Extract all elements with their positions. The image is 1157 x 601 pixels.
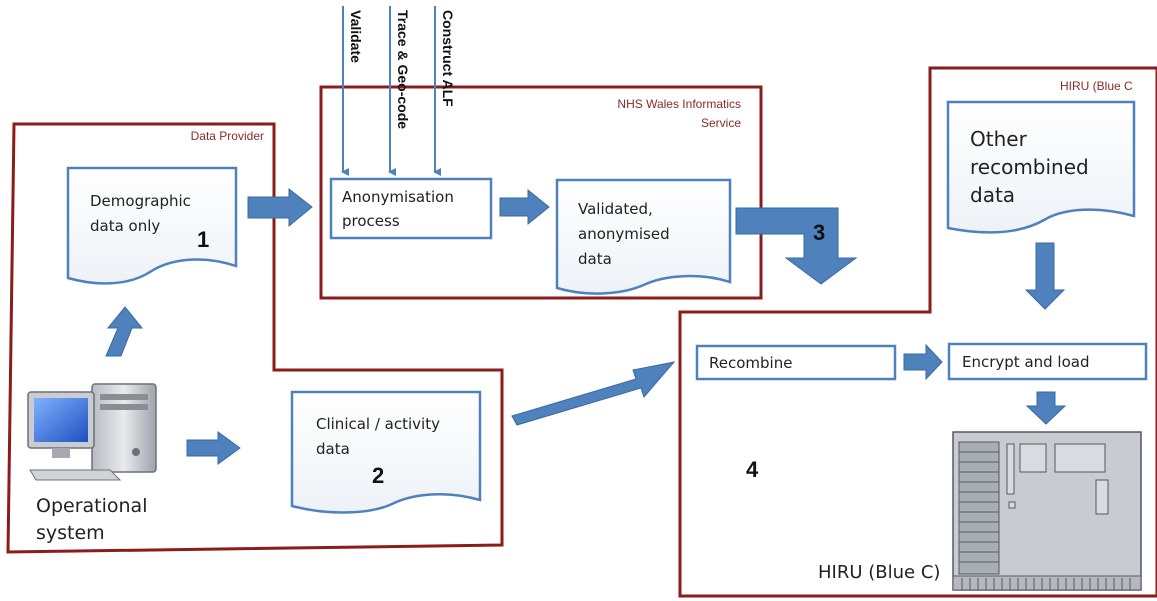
other-doc-line1: Other xyxy=(970,127,1028,151)
number-1: 1 xyxy=(197,227,209,252)
computer-icon xyxy=(27,383,157,481)
other-doc-line3: data xyxy=(970,183,1015,207)
clinical-document xyxy=(290,390,482,514)
nhs-zone-label-line1: NHS Wales Informatics xyxy=(617,97,741,111)
validated-doc-line2: anonymised xyxy=(578,225,670,243)
other-doc-line2: recombined xyxy=(970,155,1089,179)
server-board-icon xyxy=(952,431,1142,591)
nhs-zone-label-line2: Service xyxy=(701,116,741,130)
anonymisation-line1: Anonymisation xyxy=(342,188,454,206)
arrow-recombine-to-encrypt xyxy=(903,343,943,381)
encrypt-label: Encrypt and load xyxy=(962,353,1090,371)
arrow-encrypt-to-server xyxy=(1025,391,1067,425)
arrow-validated-down-right xyxy=(735,207,858,285)
clinical-doc-line1: Clinical / activity xyxy=(316,415,440,433)
hiru-zone-label: HIRU (Blue C xyxy=(1060,79,1133,93)
data-provider-label: Data Provider xyxy=(191,129,264,143)
encrypt-box xyxy=(947,342,1148,381)
operational-line2: system xyxy=(36,522,105,544)
number-4: 4 xyxy=(746,457,759,482)
recombine-label: Recombine xyxy=(709,354,792,372)
number-3: 3 xyxy=(813,220,825,245)
anonymisation-box xyxy=(329,177,493,240)
hiru-zone xyxy=(678,66,1157,598)
anonymisation-line2: process xyxy=(342,212,400,230)
step-construct-alf: Construct ALF xyxy=(440,10,456,107)
data-provider-zone xyxy=(6,122,504,554)
operational-line1: Operational xyxy=(36,495,147,517)
demographic-document xyxy=(66,166,238,285)
number-2: 2 xyxy=(372,463,384,488)
arrow-anonymisation-to-validated xyxy=(499,188,550,226)
demographic-doc-line2: data only xyxy=(90,217,160,235)
clinical-doc-line2: data xyxy=(316,440,350,458)
arrow-other-to-encrypt xyxy=(1024,242,1066,310)
demographic-doc-line1: Demographic xyxy=(90,192,191,210)
arrow-demographic-to-anonymisation xyxy=(247,187,313,228)
validated-doc-line3: data xyxy=(578,250,612,268)
arrow-computer-to-clinical xyxy=(186,431,241,465)
validated-document xyxy=(555,178,732,295)
other-recombined-document xyxy=(946,100,1136,234)
arrow-clinical-to-recombine xyxy=(511,361,676,426)
validated-doc-line1: Validated, xyxy=(578,200,653,218)
nhs-wales-zone xyxy=(319,85,763,300)
step-trace-geocode: Trace & Geo-code xyxy=(395,10,411,129)
arrow-computer-up xyxy=(105,306,144,357)
recombine-box xyxy=(695,344,897,381)
server-label-bg xyxy=(812,558,952,584)
step-validate: Validate xyxy=(348,10,364,63)
server-label: HIRU (Blue C) xyxy=(818,562,940,583)
